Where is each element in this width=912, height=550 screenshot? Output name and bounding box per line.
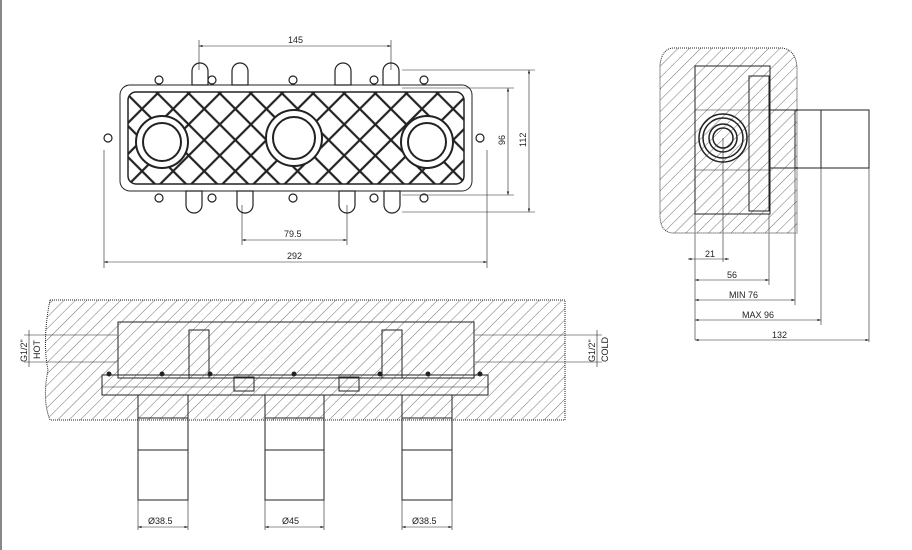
dim-79-5: 79.5 [284,229,302,239]
dia-right: Ø38.5 [412,516,437,526]
dim-145: 145 [288,35,303,45]
dim-292: 292 [287,251,302,261]
thread-cold: G1/2" [587,339,597,362]
side-view: 21 56 MIN 76 MAX 96 132 [659,47,870,342]
dim-96: 96 [497,135,507,145]
thread-hot: G1/2" [19,339,29,362]
front-view: 145 79.5 292 96 112 [103,35,535,268]
dim-56: 56 [727,270,737,280]
dim-132: 132 [772,330,787,340]
dim-21: 21 [705,249,715,259]
section-view: Ø38.5 Ø45 Ø38.5 G1/2" HOT G1/2" COLD [19,299,610,530]
label-hot: HOT [32,340,42,360]
dia-center: Ø45 [282,516,299,526]
dim-112: 112 [518,133,528,147]
label-cold: COLD [600,336,610,362]
dim-min-76: MIN 76 [729,290,758,300]
dim-max-96: MAX 96 [742,310,774,320]
dia-left: Ø38.5 [148,516,173,526]
